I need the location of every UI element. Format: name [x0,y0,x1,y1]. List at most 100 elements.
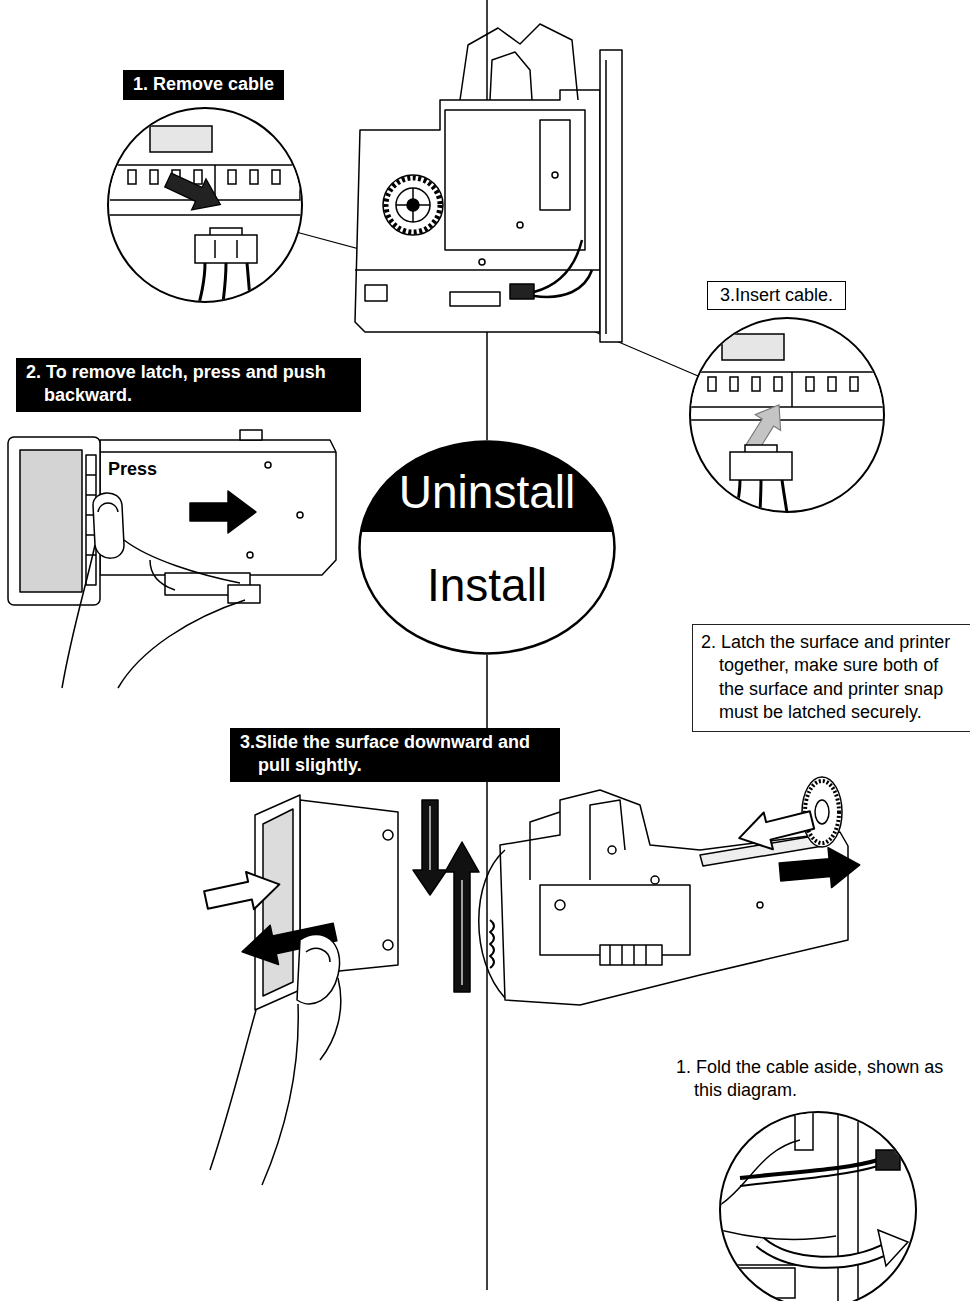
printer-top [517,222,523,228]
module-press [86,554,96,556]
module-press [118,600,245,688]
surface-slide [297,935,340,1004]
magnifier-fold [720,1112,916,1301]
printer-top [355,269,600,271]
module-press [8,430,336,688]
printer-bottom [555,900,565,910]
module-press [240,430,262,440]
magnifier-remove [221,263,226,320]
printer-top [365,285,387,301]
step-banner: 1. Remove cable [123,70,284,100]
printer-bottom [479,850,505,998]
printer-bottom [651,876,659,884]
module-press [124,540,240,583]
magnifier-remove [195,235,257,263]
surface-slide [320,978,341,1060]
magnifier-fold [795,1110,813,1150]
printer-bottom [530,812,560,880]
magnifier-fold [720,1105,916,1301]
magnifier-remove [100,108,310,320]
section-title: Install [358,560,616,611]
magnifier-fold [760,1242,888,1262]
magnifier-fold [735,1268,795,1298]
module-press [297,512,303,518]
printer-top [450,292,500,306]
magnifier-insert [752,377,760,391]
magnifier-insert [722,334,784,360]
printer-bottom [600,945,662,965]
magnifier-remove [150,126,212,152]
module-press [190,491,256,533]
step-box: 3.Insert cable. [707,281,846,310]
printer-top [534,240,582,292]
printer-top [396,188,430,222]
section-badge: UninstallInstall [358,440,616,655]
magnifier-fold [857,1105,859,1301]
magnifier-insert [760,480,761,520]
step-text: 2. Latch the surface and printer togethe… [701,631,964,725]
surface-slide [202,866,283,919]
step-text: 1. Remove cable [133,73,274,96]
magnifier-insert [680,318,890,520]
magnifier-fold [878,1230,908,1266]
surface-slide [306,948,330,962]
magnifier-insert [690,318,884,512]
magnifier-insert [791,372,793,407]
surface-slide [262,1004,298,1185]
printer-bottom [609,945,611,965]
module-press [100,451,336,453]
printer-top [540,120,570,210]
printer-bottom [590,800,625,880]
module-press [100,440,336,575]
printer-top [383,175,443,235]
surface-slide [300,800,398,975]
printer-bottom [757,902,763,908]
magnifier-fold [760,1242,888,1262]
magnifier-remove [194,170,202,184]
printer-bottom [445,842,479,992]
magnifier-insert [680,334,890,520]
surface-slide [383,940,393,950]
magnifier-remove [214,240,216,258]
step-note: 1. Fold the cable aside, shown as this d… [676,1056,966,1103]
magnifier-fold [720,1230,836,1239]
magnifier-insert [680,419,890,421]
magnifier-insert [735,480,740,520]
module-press [86,494,96,496]
printer-bottom [645,945,647,965]
module-press [20,450,82,592]
printer-top [605,60,607,334]
magnifier-insert [828,377,836,391]
surface-slide [263,809,293,996]
magnifier-remove [100,214,310,216]
module-press [86,474,96,476]
magnifier-insert [782,480,788,520]
magnifier-insert [730,452,792,480]
step-box: 2. Latch the surface and printer togethe… [692,624,970,732]
magnifier-insert [690,372,885,407]
magnifier-insert [850,377,858,391]
printer-top [445,110,585,250]
magnifier-remove [100,126,310,320]
step-banner: 2. To remove latch, press and push backw… [16,358,361,412]
step-text: 3.Insert cable. [720,284,833,307]
press-label: Press [108,458,157,481]
step-banner: 3.Slide the surface downward and pull sl… [230,728,560,782]
magnifier-fold [876,1150,900,1170]
magnifier-remove [272,170,280,184]
module-press [98,503,118,512]
printer-bottom [500,790,848,1005]
magnifier-remove [247,263,252,320]
printer-top [510,284,534,299]
magnifier-insert [708,377,716,391]
magnifier-remove [195,263,205,320]
surface-slide [202,795,447,1185]
surface-slide [429,806,430,870]
magnifier-insert [730,377,738,391]
printer-bottom [735,802,817,857]
magnifier-fold [720,1105,908,1301]
printer-top [600,50,622,342]
printer-bottom [490,920,494,968]
